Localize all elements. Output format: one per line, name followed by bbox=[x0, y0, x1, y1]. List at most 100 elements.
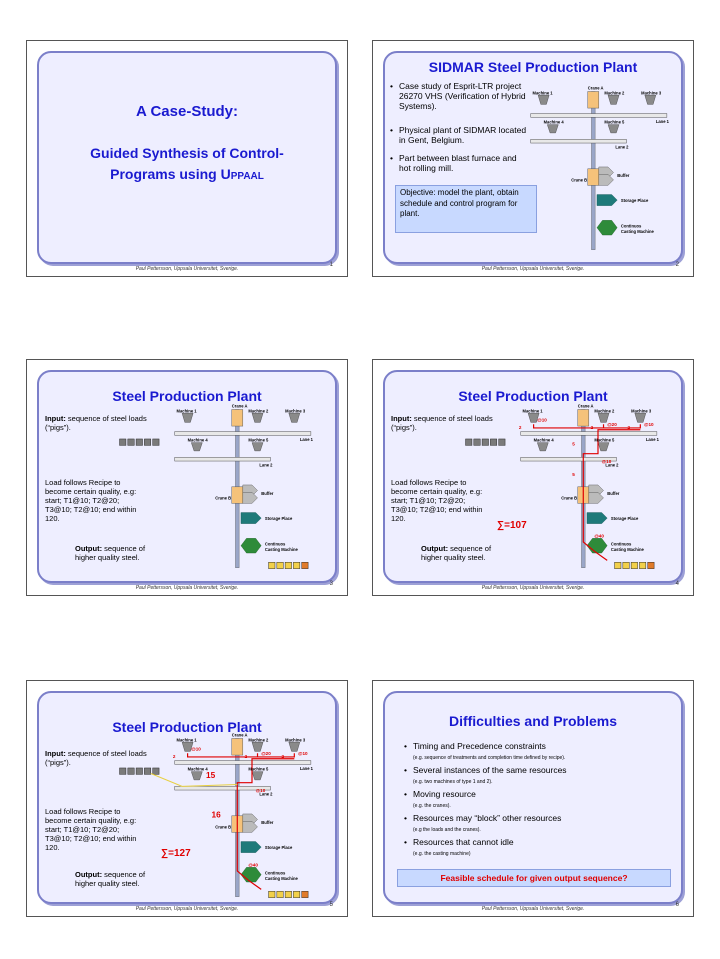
crane-a-label: Crane A bbox=[231, 404, 248, 409]
machine-5 bbox=[607, 124, 620, 134]
slide-4: Steel Production Plant Input: sequence o… bbox=[372, 359, 694, 596]
footer: Paul Pettersson, Uppsala Universitet, Sv… bbox=[481, 266, 585, 272]
machine-3 bbox=[288, 413, 301, 423]
input-text: Input: sequence of steel loads (“pigs”). bbox=[391, 414, 501, 432]
casting-label-1: Continuos bbox=[264, 542, 286, 547]
route-label: 2 bbox=[281, 754, 284, 759]
route-label: @10 bbox=[537, 417, 547, 422]
output-text: Output: sequence of higher quality steel… bbox=[421, 544, 501, 562]
casting-label-1: Continuos bbox=[264, 871, 286, 876]
machine-1-label: Machine 1 bbox=[176, 408, 197, 414]
output-load bbox=[293, 562, 301, 569]
machine-4 bbox=[537, 442, 549, 452]
machine-3-label: Machine 3 bbox=[285, 408, 306, 414]
slide-6-title: Difficulties and Problems bbox=[448, 713, 618, 729]
slide-1-line1: A Case-Study: bbox=[136, 103, 238, 120]
machine-3-label: Machine 3 bbox=[631, 408, 652, 414]
machine-1 bbox=[537, 95, 550, 105]
slide-6-bullet-5: Resources that cannot idle (e.g. the cas… bbox=[404, 837, 673, 859]
output-label: Output: bbox=[75, 870, 103, 879]
slide-panel: SIDMAR Steel Production Plant Case study… bbox=[383, 51, 683, 264]
footer: Paul Pettersson, Uppsala Universitet, Sv… bbox=[135, 906, 239, 912]
crane-b bbox=[587, 168, 600, 186]
output-load bbox=[276, 562, 284, 569]
crane-a bbox=[231, 738, 244, 756]
recipe-text: Load follows Recipe to become certain qu… bbox=[45, 807, 137, 852]
input-pig bbox=[135, 438, 143, 446]
lane-1-bar bbox=[174, 431, 312, 436]
bullet-2-sub: (e.g. two machines of type 1 and 2). bbox=[413, 779, 493, 785]
route-label: 5 bbox=[572, 472, 575, 477]
lane-1-bar bbox=[530, 113, 668, 118]
lane-2-label: Lane 2 bbox=[615, 144, 629, 150]
bullet-4-text: Resources may “block” other resources bbox=[413, 813, 562, 823]
route-label: 5 bbox=[572, 441, 575, 446]
input-label: Input: bbox=[45, 414, 66, 423]
storage-icon bbox=[240, 841, 262, 853]
machine-1-label: Machine 1 bbox=[532, 90, 553, 96]
route-label: 2 bbox=[591, 425, 594, 430]
route-label: @40 bbox=[248, 862, 258, 867]
input-label: Input: bbox=[45, 749, 66, 758]
plant-shapes bbox=[119, 409, 312, 569]
crane-a bbox=[577, 409, 590, 427]
slide-2-title: SIDMAR Steel Production Plant bbox=[428, 59, 638, 75]
slide-1-line3-main: Programs using U bbox=[110, 166, 231, 182]
crane-a-label: Crane A bbox=[577, 404, 594, 409]
machine-3 bbox=[644, 95, 657, 105]
input-desc: sequence of steel loads (“pigs”). bbox=[391, 414, 493, 432]
route-label: @10 bbox=[602, 459, 612, 464]
machine-5-label: Machine 5 bbox=[604, 120, 625, 125]
input-pig bbox=[498, 438, 506, 446]
machine-3 bbox=[288, 742, 301, 752]
casting-label-2: Casting Machine bbox=[264, 547, 298, 553]
machine-2-label: Machine 2 bbox=[594, 408, 615, 414]
output-label: Output: bbox=[75, 544, 103, 553]
bullet-1-text: Timing and Precedence constraints bbox=[413, 741, 546, 751]
recipe-text: Load follows Recipe to become certain qu… bbox=[45, 478, 137, 523]
footer: Paul Pettersson, Uppsala Universitet, Sv… bbox=[481, 585, 585, 591]
bullet-5-text: Resources that cannot idle bbox=[413, 837, 514, 847]
storage-label: Storage Place bbox=[620, 198, 649, 203]
plant-diagram: Crane A Machine 1 Machine 2 Machine 3 La… bbox=[119, 404, 316, 579]
output-load bbox=[284, 562, 292, 569]
input-pig bbox=[119, 767, 127, 775]
machine-1 bbox=[181, 413, 194, 423]
machine-4 bbox=[191, 442, 203, 452]
machine-2-label: Machine 2 bbox=[248, 737, 269, 743]
slide-panel: Steel Production Plant Input: sequence o… bbox=[37, 370, 337, 583]
slide-6-bullet-1: Timing and Precedence constraints (e.g. … bbox=[404, 741, 673, 763]
slide-1-line2: Guided Synthesis of Control- bbox=[90, 145, 284, 161]
question-text: Feasible schedule for given output seque… bbox=[440, 873, 628, 883]
slide-3: Steel Production Plant Input: sequence o… bbox=[26, 359, 348, 596]
output-load bbox=[268, 891, 276, 898]
footer: Paul Pettersson, Uppsala Universitet, Sv… bbox=[481, 906, 585, 912]
machine-1-label: Machine 1 bbox=[522, 408, 543, 414]
lane-1-label: Lane 1 bbox=[299, 437, 313, 442]
slide-5-title: Steel Production Plant bbox=[112, 719, 262, 735]
route-label: 2 bbox=[245, 754, 248, 759]
sum-label: ∑=127 bbox=[161, 848, 191, 859]
input-pig bbox=[127, 438, 135, 446]
input-pig bbox=[152, 767, 160, 775]
storage-icon bbox=[596, 194, 618, 206]
machine-3-label: Machine 3 bbox=[641, 90, 662, 96]
lane-2-bar bbox=[520, 457, 617, 462]
bullet-3-text: Moving resource bbox=[413, 789, 476, 799]
lane-1-bar bbox=[520, 431, 658, 436]
route-label: @10 bbox=[298, 751, 308, 756]
route-label: 2 bbox=[627, 425, 630, 430]
machine-1 bbox=[181, 742, 194, 752]
slide-panel: Steel Production Plant Input: sequence o… bbox=[383, 370, 683, 583]
slide-6-bullet-4: Resources may “block” other resources (e… bbox=[404, 813, 673, 835]
input-desc: sequence of steel loads (“pigs”). bbox=[45, 414, 147, 432]
storage-label: Storage Place bbox=[264, 516, 293, 521]
input-text: Input: sequence of steel loads (“pigs”). bbox=[45, 414, 155, 432]
output-load bbox=[301, 562, 309, 569]
bullet-3-sub: (e.g. the cranes). bbox=[413, 803, 451, 809]
machine-5-label: Machine 5 bbox=[594, 438, 615, 443]
input-label: Input: bbox=[391, 414, 412, 423]
slide-6-bullet-3: Moving resource (e.g. the cranes). bbox=[404, 789, 673, 811]
input-pig bbox=[144, 767, 152, 775]
